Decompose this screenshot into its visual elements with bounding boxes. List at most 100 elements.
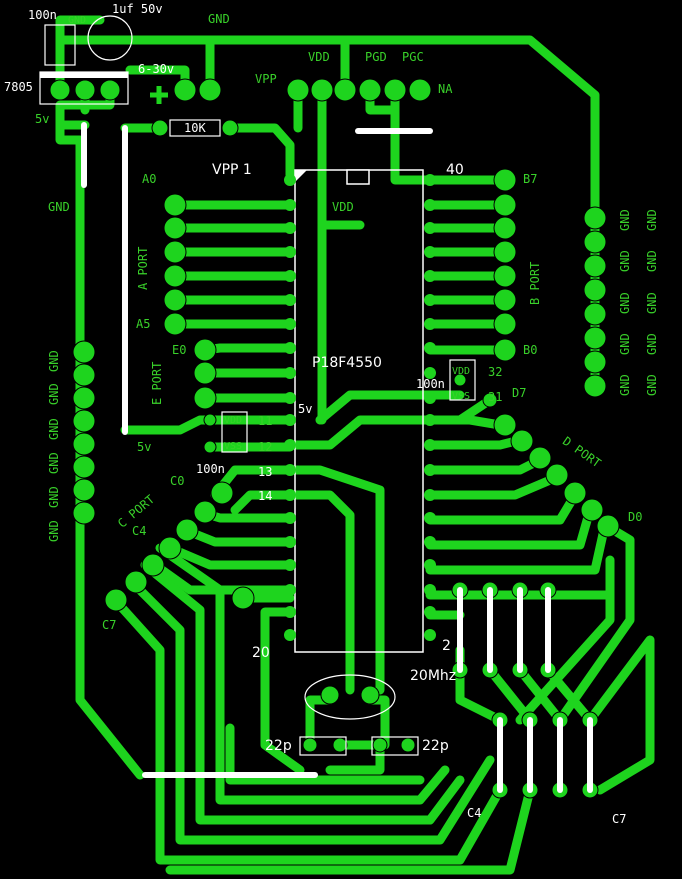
trace-vdd-left [120,415,295,435]
label-vpp: VPP [255,72,277,86]
cap-22p-right-outline [371,736,419,756]
label-b7: B7 [523,172,538,186]
trace-d1 [425,520,610,575]
trace-loop-5 [165,785,535,875]
gnd-label: GND [618,250,632,272]
gnd-label: GND [645,374,659,396]
gnd-label: GND [618,374,632,396]
gnd-label: GND [645,292,659,314]
trace-c1 [230,490,295,515]
label-vss-right: VSS [452,391,471,402]
trace-pgd [365,85,435,185]
trace-res-vpp [225,123,295,180]
trace-osc2 [285,465,385,695]
trace-d7 [425,415,505,430]
trace-vss-right [285,395,495,450]
trace-loop-2 [125,575,495,845]
label-7805: 7805 [4,80,33,94]
label-d0: D0 [628,510,643,524]
chip [294,169,424,653]
label-vdd-left: VDD [224,415,243,426]
pin1-marker [295,170,307,182]
gnd-label: GND [618,333,632,355]
gnd-label: GND [47,520,61,542]
label-b0: B0 [523,343,538,357]
gnd-label: GND [47,452,61,474]
chip-outline [294,169,424,653]
label-c4: C4 [132,524,147,538]
resistor-outline [169,119,221,137]
trace-loop-7 [585,635,655,795]
gnd-label: GND [618,292,632,314]
chip-notch [346,169,370,185]
trace-d6 [425,435,525,450]
label-na: NA [438,82,453,96]
chip-pins-left [284,174,296,641]
label-chip-name: P18F4550 [312,355,382,371]
label-gnd-left: GND [48,200,70,214]
label-20mhz: 20Mhz [410,668,457,684]
label-gnd-top: GND [208,12,230,26]
trace-d2 [425,505,595,550]
label-22p-right: 22p [422,738,449,754]
gnd-label: GND [618,209,632,231]
header-pads [49,78,620,799]
trace-loop-4 [155,543,450,805]
label-pgd: PGD [365,50,387,64]
cap-100n-outline [44,24,76,66]
trace-c3 [180,525,295,547]
gnd-label: GND [47,486,61,508]
label-vdd-header: VDD [308,50,330,64]
label-5v-left: 5v [35,112,50,126]
label-22p-left: 22p [265,738,292,754]
trace-j2 [485,665,535,725]
label-gnd-top-small: GND [68,15,87,26]
label-5v-chip: 5v [298,402,313,416]
trace-d4 [425,473,560,500]
label-vpp1: VPP 1 [212,162,252,178]
label-pgc: PGC [402,50,424,64]
regulator-tab [40,72,128,78]
label-pin12: 12 [258,440,273,454]
label-cap-100n-right: 100n [416,377,445,391]
label-pin40: 40 [446,162,464,178]
trace-c4 [165,543,295,570]
crystal-outline [304,674,396,720]
gnd-label: GND [47,350,61,372]
chip-pins-right [424,174,436,641]
trace-loop-6 [555,520,635,725]
jumpers [81,122,593,793]
trace-loop-3 [140,560,465,825]
trace-j1 [455,645,505,725]
trace-gnd-left [55,120,145,780]
label-pin13: 13 [258,465,273,479]
gnd-label: GND [645,250,659,272]
label-pin14: 14 [258,489,273,503]
label-e0: E0 [172,343,187,357]
label-vdd-mid: VDD [332,200,354,214]
cap-22p-left-outline [299,736,347,756]
label-cap-100n-left: 100n [196,462,225,476]
label-pin11: 11 [258,414,273,428]
label-5v-lower: 5v [137,440,152,454]
label-pin31: 31 [488,390,503,404]
label-a-port: A PORT [136,246,150,290]
trace-loop-9 [225,723,425,785]
trace-d5 [425,455,545,475]
trace-pin20 [260,607,305,775]
label-pin32: 32 [488,365,503,379]
gnd-label: GND [47,418,61,440]
label-c7-bottom: C7 [612,812,627,826]
trace-cap-top [55,15,105,95]
trace-c5 [150,560,295,595]
trace-cap-gnd [325,740,385,775]
gnd-label: GND [47,383,61,405]
label-cap-100n-top: 100n [28,8,57,22]
label-num2: 2 [442,638,451,654]
label-d7: D7 [512,386,527,400]
label-cap-1uf: 1uf 50v [112,2,163,16]
trace-loop-1 [110,595,505,865]
label-e-port: E PORT [150,361,164,405]
plus-sign [150,86,168,104]
